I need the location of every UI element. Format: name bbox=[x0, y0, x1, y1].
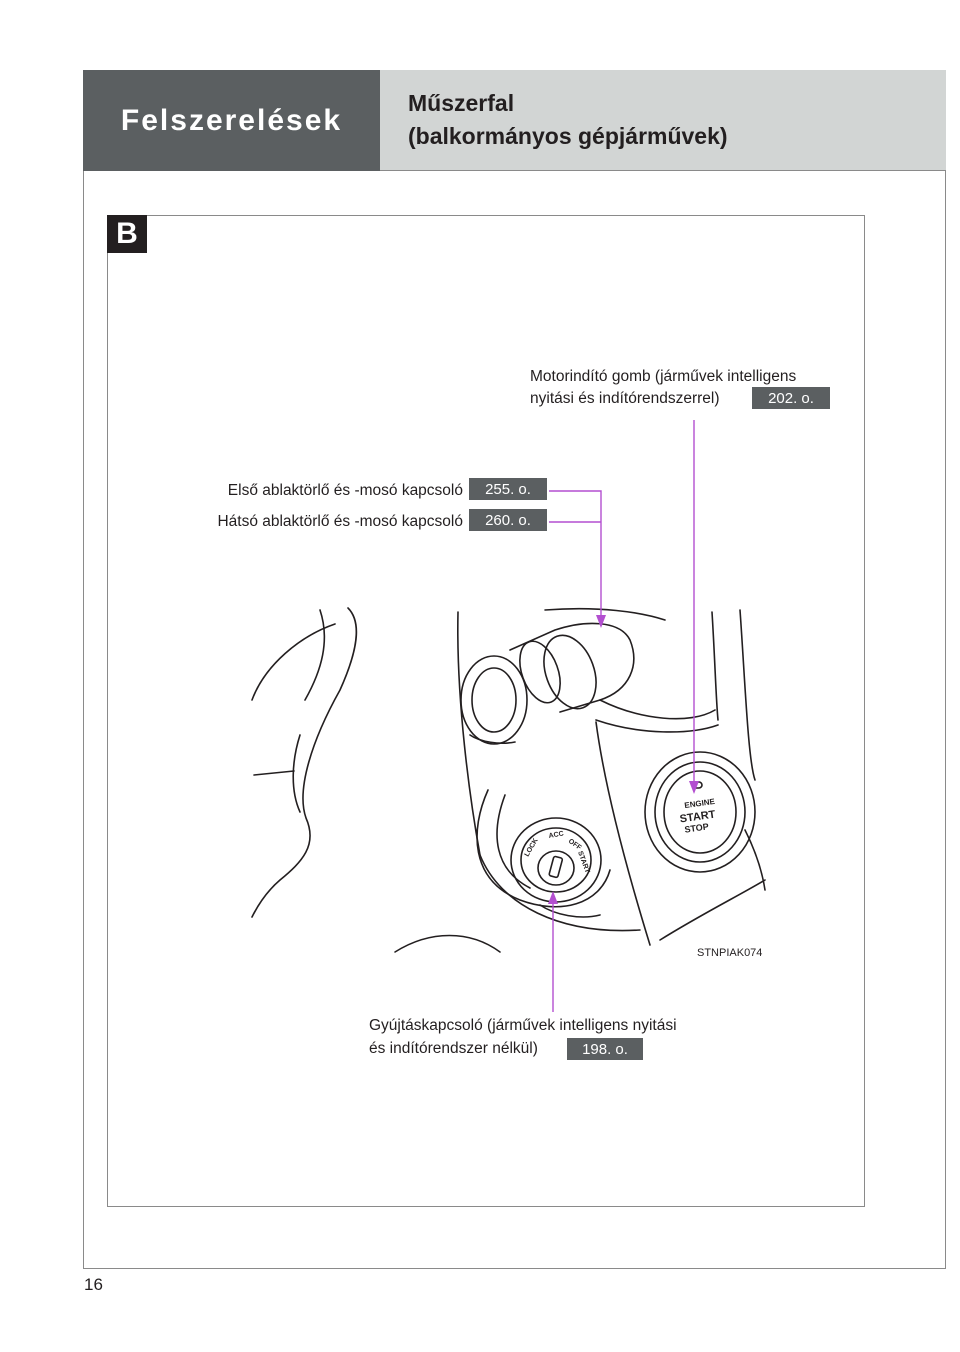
ignition-label-acc: ACC bbox=[548, 830, 564, 840]
section-title: Felszerelések bbox=[120, 103, 343, 137]
engine-start-page-ref[interactable]: 202. o. bbox=[752, 387, 830, 409]
ignition-label-lock: LOCK bbox=[524, 837, 540, 858]
page-number: 16 bbox=[84, 1275, 103, 1294]
front-wiper-label: Első ablaktörlő és -mosó kapcsoló bbox=[227, 482, 463, 499]
button-text-engine: ENGINE bbox=[684, 797, 716, 810]
ignition-label-off: OFF bbox=[567, 838, 583, 852]
section-badge: B bbox=[107, 215, 147, 253]
ignition-page-ref[interactable]: 198. o. bbox=[567, 1038, 643, 1060]
page-title-line1: Műszerfal bbox=[408, 90, 515, 116]
illustration-code: STNPIAK074 bbox=[697, 947, 762, 959]
engine-start-label-line2: nyitási és indítórendszerrel) bbox=[530, 390, 720, 407]
page-title-line2: (balkormányos gépjárművek) bbox=[408, 123, 728, 149]
rear-wiper-label: Hátsó ablaktörlő és -mosó kapcsoló bbox=[217, 513, 463, 530]
button-text-stop: STOP bbox=[684, 821, 709, 834]
engine-start-label-line1: Motorindító gomb (járművek intelligens bbox=[530, 368, 797, 385]
ignition-label-start: START bbox=[576, 850, 591, 875]
front-wiper-page-ref[interactable]: 255. o. bbox=[469, 478, 547, 500]
ignition-label-line1: Gyújtáskapcsoló (járművek intelligens ny… bbox=[369, 1017, 677, 1034]
section-header: Felszerelések bbox=[83, 70, 380, 171]
ignition-label-line2: és indítórendszer nélkül) bbox=[369, 1040, 538, 1057]
button-text-start: START bbox=[679, 809, 716, 826]
page-header: Műszerfal (balkormányos gépjárművek) bbox=[380, 70, 946, 171]
illustration-frame bbox=[107, 215, 865, 1207]
rear-wiper-page-ref[interactable]: 260. o. bbox=[469, 509, 547, 531]
